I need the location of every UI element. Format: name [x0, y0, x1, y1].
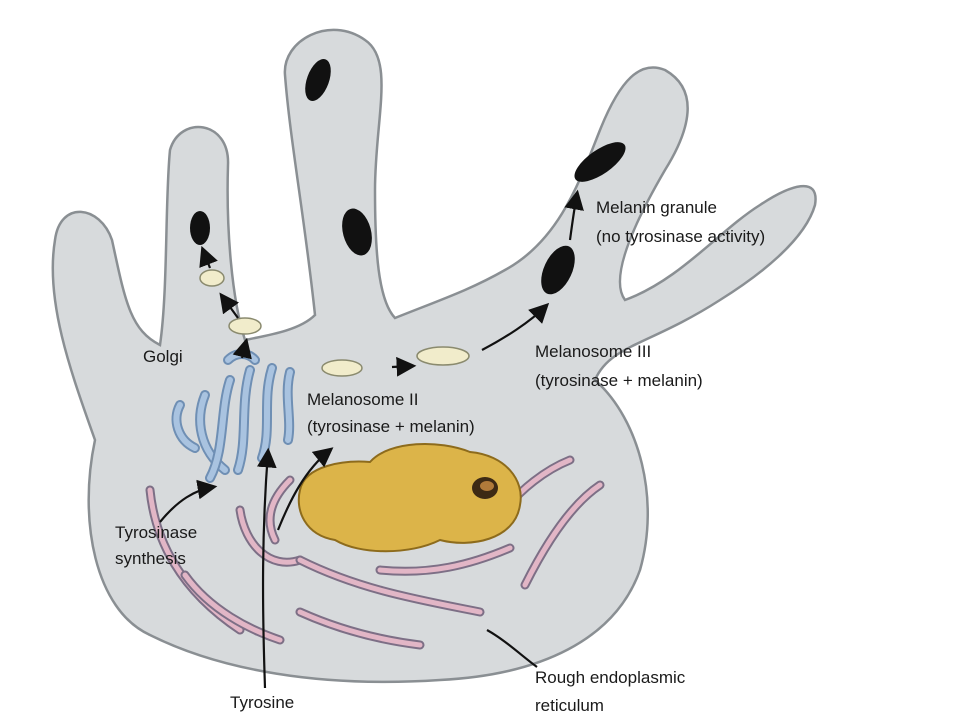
nucleus [297, 443, 522, 553]
pathway-arrows [159, 189, 584, 689]
label-melanin-granule-detail: (no tyrosinase activity) [596, 227, 765, 246]
melanin-granule [190, 211, 210, 245]
melanosome-vesicle [228, 317, 262, 335]
label-melanin-granule: Melanin granule [596, 198, 717, 217]
label-melanosome-ii: Melanosome II [307, 390, 419, 409]
label-tyrosinase-synthesis: Tyrosinase [115, 523, 197, 542]
label-melanosome-ii-detail: (tyrosinase + melanin) [307, 417, 475, 436]
label-tyrosinase-synthesis-2: synthesis [115, 549, 186, 568]
melanin-granule [541, 245, 575, 295]
melanosome-vesicle [321, 359, 363, 377]
melanin-granule [305, 58, 331, 102]
label-melanosome-iii: Melanosome III [535, 342, 651, 361]
label-tyrosine: Tyrosine [230, 693, 294, 712]
melanosome-vesicle [416, 346, 470, 366]
label-melanosome-iii-detail: (tyrosinase + melanin) [535, 371, 703, 390]
melanin-granule [342, 208, 372, 256]
melanosome-vesicle [199, 269, 225, 287]
melanin-granule [574, 142, 626, 182]
label-rough-er: Rough endoplasmic [535, 668, 686, 687]
label-golgi: Golgi [143, 347, 183, 366]
label-rough-er-2: reticulum [535, 696, 604, 715]
